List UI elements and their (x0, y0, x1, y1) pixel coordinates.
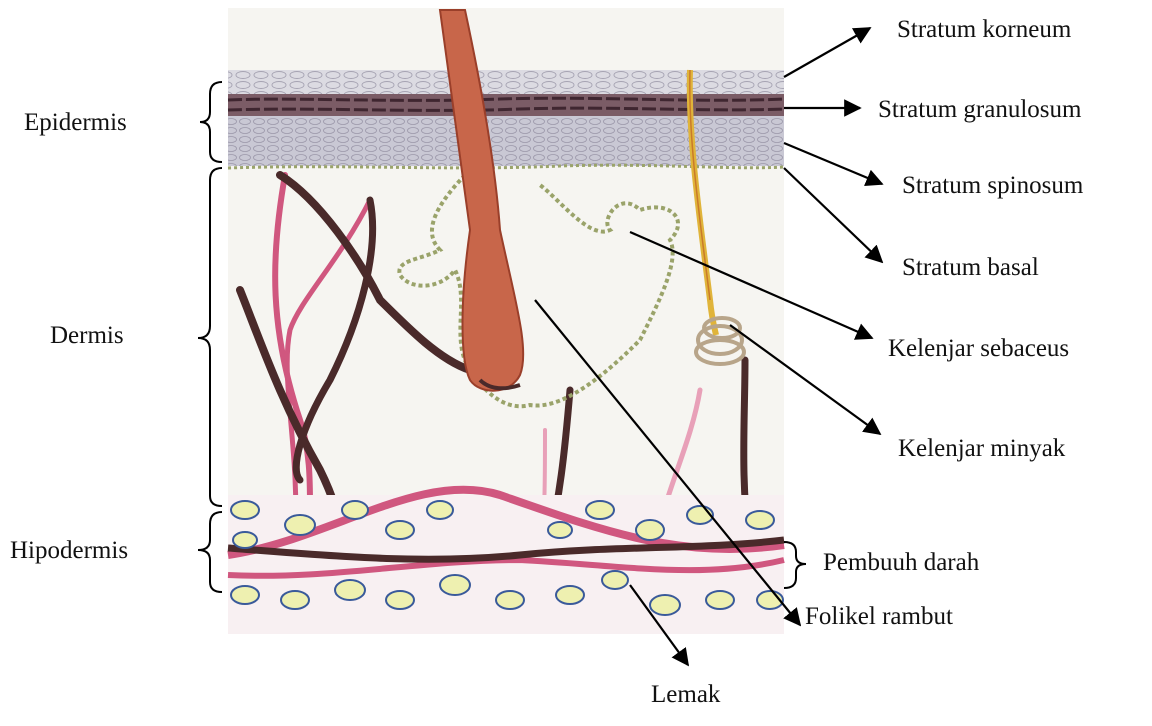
label-lemak: Lemak (651, 682, 720, 707)
label-stratum-granulosum: Stratum granulosum (878, 97, 1081, 122)
label-folikel-rambut: Folikel rambut (805, 604, 953, 629)
left-braces (198, 82, 222, 592)
pembuluh-darah-brace (784, 542, 806, 588)
dermis-brace (198, 168, 222, 506)
arrow-stratum-spinosum (784, 143, 882, 184)
arrow-stratum-basal (784, 168, 882, 262)
label-kelenjar-minyak: Kelenjar minyak (898, 436, 1065, 461)
hipodermis-brace (198, 512, 222, 592)
label-epidermis: Epidermis (24, 110, 127, 135)
label-stratum-spinosum: Stratum spinosum (902, 173, 1083, 198)
stratum-korneum-layer (228, 70, 784, 94)
label-stratum-korneum: Stratum korneum (897, 17, 1071, 42)
epidermis-layers (228, 70, 784, 168)
stratum-granulosum-layer (228, 94, 784, 116)
label-hipodermis: Hipodermis (10, 538, 128, 563)
label-pembuluh-darah: Pembuuh darah (823, 550, 979, 575)
label-stratum-basal: Stratum basal (902, 255, 1039, 280)
epidermis-brace (200, 82, 222, 162)
label-dermis: Dermis (50, 323, 124, 348)
hypodermis-layer (228, 490, 784, 634)
arrow-stratum-korneum (784, 28, 870, 77)
stratum-spinosum-layer (228, 116, 784, 166)
label-kelenjar-sebaceus: Kelenjar sebaceus (888, 336, 1069, 361)
